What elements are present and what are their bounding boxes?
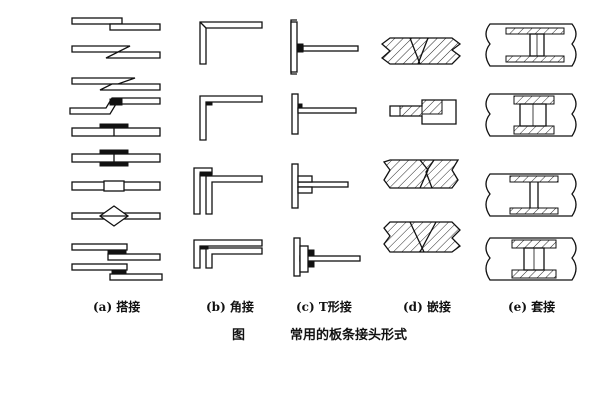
lap-joint-8 [71, 205, 161, 227]
caption-corner-joint: (b) 角接 [206, 300, 254, 314]
corner-joint-1 [199, 21, 263, 65]
caption-scarf-joint: (d) 嵌接 [403, 300, 451, 314]
corner-joint-2 [199, 95, 263, 141]
caption-lap-joint: (a) 搭接 [93, 300, 141, 314]
sleeve-joint-3 [485, 173, 577, 217]
figure-title: 常用的板条接头形式 [290, 328, 408, 343]
t-joint-variants [290, 19, 361, 277]
lap-joint-7 [71, 180, 161, 192]
lap-joint-5 [71, 123, 161, 137]
lap-joint-1 [71, 17, 161, 31]
scarf-joint-2 [389, 99, 457, 125]
caption-t-joint: (c) T形接 [296, 300, 352, 314]
corner-joint-4 [193, 239, 263, 269]
sleeve-joint-variants [485, 23, 577, 281]
lap-joint-6 [71, 149, 161, 167]
scarf-joint-4 [383, 221, 461, 253]
lap-joint-4 [69, 97, 161, 115]
sleeve-joint-4 [485, 237, 577, 281]
sleeve-joint-1 [485, 23, 577, 67]
lap-joint-9 [71, 243, 161, 261]
corner-joint-3 [193, 167, 263, 215]
corner-joint-variants [193, 21, 263, 269]
t-joint-1 [290, 19, 359, 75]
t-joint-4 [293, 237, 361, 277]
lap-joint-10 [71, 263, 163, 281]
t-joint-2 [291, 93, 357, 135]
sleeve-joint-2 [485, 93, 577, 137]
figure-label: 图 [232, 328, 246, 343]
lap-joint-variants [69, 17, 163, 281]
lap-joint-2 [71, 45, 161, 59]
lap-joint-3 [71, 77, 161, 91]
t-joint-3 [291, 163, 349, 209]
scarf-joint-variants [380, 37, 462, 253]
caption-sleeve-joint: (e) 套接 [508, 300, 556, 314]
scarf-joint-1 [380, 37, 462, 65]
scarf-joint-3 [382, 159, 460, 189]
